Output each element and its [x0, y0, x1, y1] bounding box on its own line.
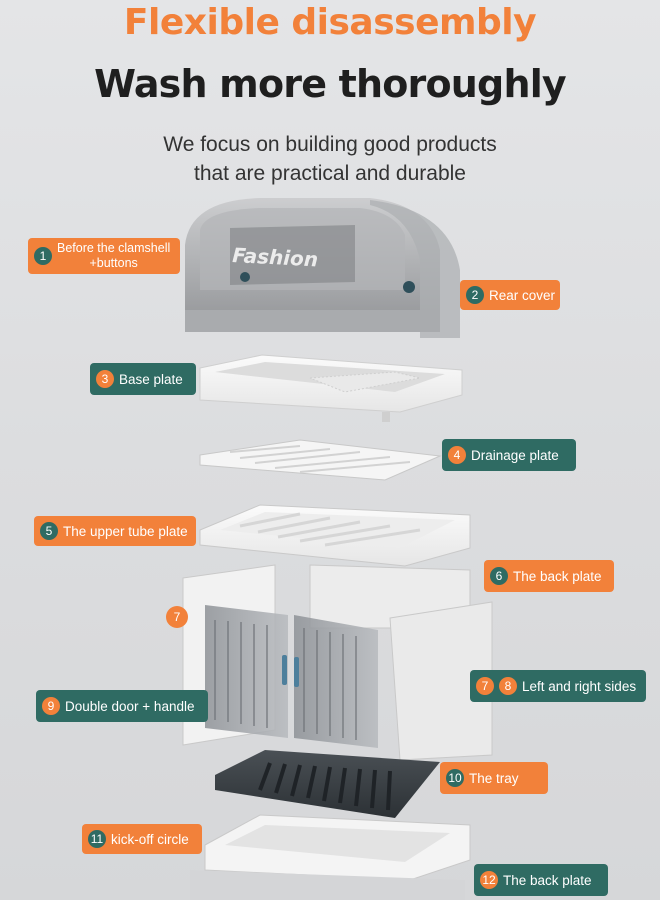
label-kick-off-circle: 11 kick-off circle	[82, 824, 202, 854]
label-number: 10	[446, 769, 464, 787]
tagline-line-2: that are practical and durable	[193, 162, 466, 185]
label-number: 2	[466, 286, 484, 304]
subheadline: Wash more thoroughly	[94, 62, 567, 106]
label-text: kick-off circle	[111, 831, 189, 847]
headline: Flexible disassembly	[123, 2, 537, 43]
label-back-plate-lower: 12 The back plate	[474, 864, 608, 896]
label-text: The back plate	[513, 568, 602, 584]
label-number: 6	[490, 567, 508, 585]
label-number: 11	[88, 830, 106, 848]
label-text-line-2: +buttons	[89, 256, 138, 270]
label-text: Drainage plate	[471, 447, 559, 463]
label-text: The upper tube plate	[63, 523, 188, 539]
cabinet-body	[182, 564, 493, 761]
label-text: Double door + handle	[65, 698, 195, 714]
label-front-clamshell: 1 Before the clamshell +buttons	[28, 238, 181, 274]
label-back-plate-upper: 6 The back plate	[484, 560, 614, 592]
label-tray: 10 The tray	[440, 762, 548, 794]
label-text: Left and right sides	[522, 678, 637, 694]
label-upper-tube-plate: 5 The upper tube plate	[34, 516, 196, 546]
label-text: Rear cover	[489, 287, 556, 303]
label-number-a: 7	[476, 677, 494, 695]
drainage-plate	[199, 439, 442, 481]
label-text: The tray	[469, 770, 519, 786]
label-text-line-1: Before the clamshell	[57, 241, 171, 255]
label-base-plate: 3 Base plate	[90, 363, 196, 395]
label-number-b: 8	[499, 677, 517, 695]
label-number: 4	[448, 446, 466, 464]
clamshell-cover: Fashion	[185, 198, 460, 338]
label-number: 1	[34, 247, 52, 265]
label-rear-cover: 2 Rear cover	[460, 280, 560, 310]
label-number: 12	[480, 871, 498, 889]
label-double-door: 9 Double door + handle	[36, 690, 208, 722]
bottom-base	[190, 814, 471, 900]
brand-text: Fashion	[232, 243, 319, 271]
label-text: The back plate	[503, 872, 592, 888]
tray	[215, 750, 440, 818]
upper-tube-plate	[199, 504, 471, 567]
tagline-line-1: We focus on building good products	[163, 133, 497, 156]
label-number: 5	[40, 522, 58, 540]
label-drainage-plate: 4 Drainage plate	[442, 439, 576, 471]
label-text: Base plate	[119, 371, 183, 387]
label-left-right-sides: 7 8 Left and right sides	[470, 670, 646, 702]
label-number: 3	[96, 370, 114, 388]
base-plate	[199, 354, 463, 422]
callout-badge-7: 7	[166, 606, 188, 628]
label-number: 9	[42, 697, 60, 715]
